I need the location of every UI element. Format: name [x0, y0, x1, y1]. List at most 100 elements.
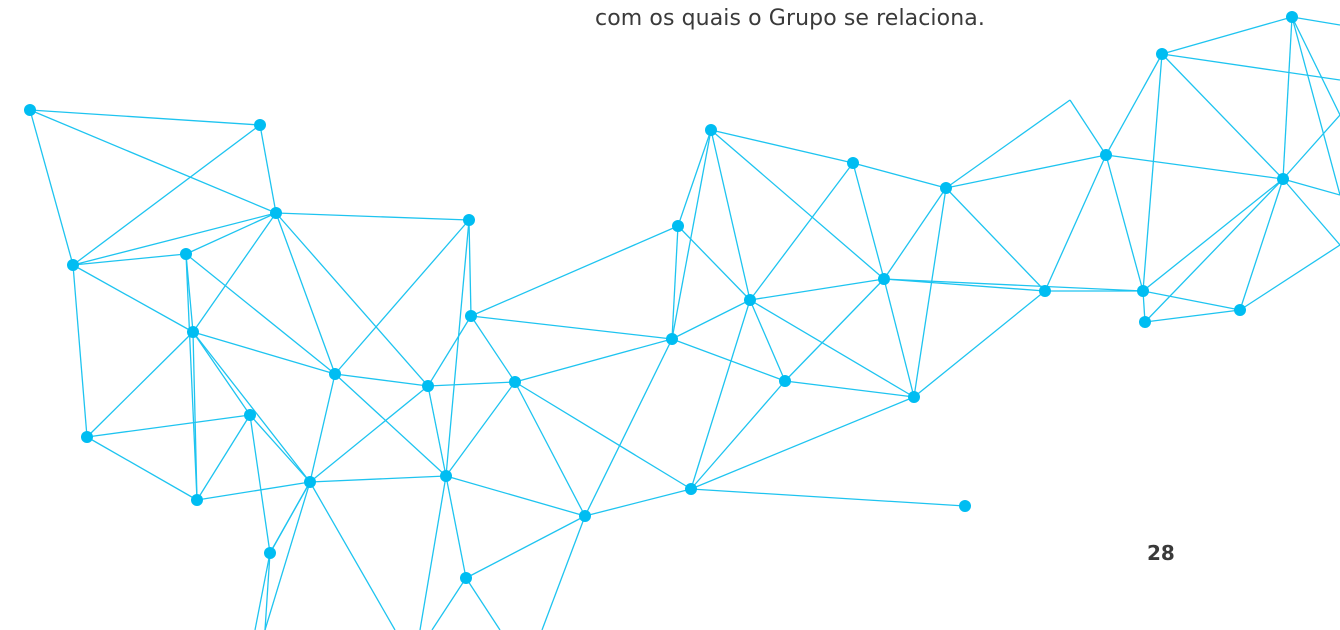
network-edge: [677, 129, 712, 227]
network-node: [1139, 316, 1151, 328]
network-node: [705, 124, 717, 136]
network-edge: [465, 577, 501, 630]
network-edge: [671, 338, 786, 382]
network-edge: [468, 219, 472, 317]
network-edge: [334, 373, 447, 477]
network-edge: [784, 380, 915, 398]
network-node: [187, 326, 199, 338]
network-edge: [1291, 16, 1340, 196]
network-edge: [1161, 53, 1284, 180]
network-edge: [427, 381, 516, 387]
network-edge: [749, 299, 786, 382]
network-edge: [427, 385, 447, 477]
network-edge: [196, 481, 311, 501]
network-edge: [264, 481, 311, 630]
network-node: [270, 207, 282, 219]
network-edge: [852, 162, 947, 189]
network-edge: [192, 331, 198, 501]
network-node: [940, 182, 952, 194]
network-edge: [192, 212, 277, 333]
network-edge: [1282, 178, 1340, 196]
network-node: [463, 214, 475, 226]
network-edge: [883, 187, 947, 280]
network-edge: [254, 552, 271, 630]
network-edge: [514, 338, 673, 383]
network-edge: [690, 380, 786, 490]
network-edge: [309, 373, 336, 483]
network-node: [244, 409, 256, 421]
network-edge: [249, 414, 271, 554]
network-edge: [1239, 178, 1284, 311]
network-node: [509, 376, 521, 388]
network-edge: [29, 109, 277, 214]
network-node: [67, 259, 79, 271]
network-edge: [275, 212, 336, 375]
network-edge: [431, 577, 467, 630]
network-edge: [470, 315, 516, 383]
network-node: [1277, 173, 1289, 185]
network-edge: [72, 124, 261, 266]
network-edge: [86, 414, 251, 438]
network-node: [465, 310, 477, 322]
network-edge: [259, 124, 277, 214]
network-edge: [1105, 53, 1163, 156]
network-edge: [710, 129, 885, 280]
network-edge: [883, 278, 1046, 292]
network-node: [579, 510, 591, 522]
network-edge: [72, 264, 88, 438]
network-edge: [192, 331, 311, 483]
network-edge: [309, 385, 429, 483]
network-edge: [883, 278, 1144, 292]
network-edge: [1044, 154, 1107, 292]
network-node: [191, 494, 203, 506]
network-edge: [749, 278, 885, 301]
network-node: [1234, 304, 1246, 316]
network-edge: [419, 475, 447, 630]
network-node: [460, 572, 472, 584]
network-edge: [1142, 290, 1241, 311]
network-node: [1156, 48, 1168, 60]
page-number: 28: [1147, 541, 1175, 565]
network-edge: [445, 475, 586, 517]
network-edge: [584, 488, 692, 517]
network-edge: [72, 264, 194, 333]
network-edge: [671, 225, 679, 340]
network-node: [304, 476, 316, 488]
network-nodes: [24, 11, 1298, 584]
network-edge: [913, 290, 1046, 398]
network-edge: [677, 225, 751, 301]
network-edge: [852, 162, 885, 280]
network-edge: [192, 331, 336, 375]
network-edge: [690, 396, 915, 490]
network-edge: [514, 381, 586, 517]
network-edge: [427, 315, 472, 387]
network-node: [959, 500, 971, 512]
network-edge: [309, 475, 447, 483]
network-edge: [445, 381, 516, 477]
network-edge: [710, 129, 751, 301]
network-edge: [72, 212, 277, 266]
network-edge: [185, 253, 336, 375]
network-edge: [1144, 178, 1284, 323]
network-edge: [192, 331, 251, 416]
network-edges: [29, 16, 1340, 630]
network-node: [264, 547, 276, 559]
network-edge: [710, 129, 854, 164]
network-node: [1286, 11, 1298, 23]
network-edge: [1105, 154, 1144, 292]
network-edge: [465, 515, 586, 579]
network-edge: [541, 515, 586, 630]
network-edge: [690, 299, 751, 490]
network-edge: [1105, 154, 1284, 180]
network-edge: [749, 299, 915, 398]
network-edge: [1282, 114, 1340, 180]
network-edge: [249, 414, 311, 483]
network-node: [180, 248, 192, 260]
network-edge: [1291, 16, 1340, 26]
network-node: [24, 104, 36, 116]
network-edge: [945, 99, 1071, 189]
network-edge: [945, 187, 1046, 292]
network-edge: [29, 109, 261, 126]
